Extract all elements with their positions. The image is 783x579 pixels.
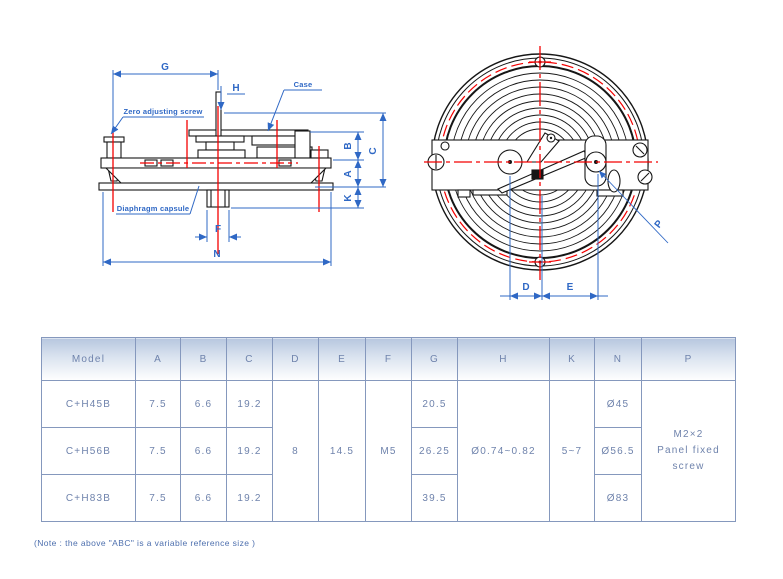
dim-label-a: A: [343, 170, 354, 177]
side-view: G H Case Zero adjusting screw Diaphragm …: [98, 62, 387, 266]
cell-model: C+H56B: [41, 427, 136, 475]
cell-b: 6.6: [180, 474, 227, 522]
dimension-table: Model A B C D E F G H K N P C+H45B 7.5 6…: [41, 337, 736, 522]
cell-a: 7.5: [135, 380, 181, 428]
col-header-d: D: [272, 337, 319, 381]
cell-d-shared: 8: [272, 380, 319, 522]
dim-label-c: C: [368, 147, 379, 154]
callout-case: Case: [294, 80, 313, 89]
dim-label-f: F: [215, 224, 221, 235]
cell-c: 19.2: [226, 427, 273, 475]
p-line-2: Panel fixed: [657, 445, 720, 456]
cell-b: 6.6: [180, 380, 227, 428]
cell-model: C+H83B: [41, 474, 136, 522]
cell-k-shared: 5~7: [549, 380, 595, 522]
dim-label-g: G: [161, 62, 169, 73]
dim-label-h: H: [232, 83, 239, 94]
cell-f-shared: M5: [365, 380, 412, 522]
front-view: D E P: [424, 46, 669, 300]
dim-label-b: B: [343, 142, 354, 149]
callout-zero-adjusting-screw: Zero adjusting screw: [123, 107, 202, 116]
cell-p-shared: M2×2 Panel fixed screw: [641, 380, 736, 522]
table-header-row: Model A B C D E F G H K N P: [41, 337, 736, 381]
dim-label-d: D: [522, 282, 529, 293]
col-header-f: F: [365, 337, 412, 381]
side-view-dimensions: [102, 70, 387, 266]
side-view-centerlines: [112, 106, 320, 254]
front-view-dimensions: [500, 170, 669, 300]
callout-diaphragm-capsule: Diaphragm capsule: [117, 204, 190, 213]
cell-a: 7.5: [135, 474, 181, 522]
col-header-p: P: [641, 337, 736, 381]
cell-c: 19.2: [226, 474, 273, 522]
col-header-model: Model: [41, 337, 136, 381]
p-line-3: screw: [672, 461, 705, 472]
dim-label-e: E: [567, 282, 574, 293]
footnote: (Note : the above "ABC" is a variable re…: [34, 538, 256, 548]
table-row: C+H56B 7.5 6.6 19.2 26.25 Ø56.5: [41, 427, 736, 475]
cell-b: 6.6: [180, 427, 227, 475]
dim-label-n: N: [213, 249, 220, 260]
cell-g: 39.5: [411, 474, 458, 522]
col-header-b: B: [180, 337, 227, 381]
cell-g: 20.5: [411, 380, 458, 428]
col-header-g: G: [411, 337, 458, 381]
cell-c: 19.2: [226, 380, 273, 428]
table-row: C+H45B 7.5 6.6 19.2 8 14.5 M5 20.5 Ø0.74…: [41, 380, 736, 522]
cell-n: Ø45: [594, 380, 642, 428]
cell-model: C+H45B: [41, 380, 136, 428]
cell-h-shared: Ø0.74~0.82: [457, 380, 550, 522]
col-header-e: E: [318, 337, 366, 381]
cell-g: 26.25: [411, 427, 458, 475]
technical-drawings: G H Case Zero adjusting screw Diaphragm …: [98, 46, 669, 300]
p-line-1: M2×2: [673, 429, 704, 440]
cell-a: 7.5: [135, 427, 181, 475]
col-header-k: K: [549, 337, 595, 381]
col-header-n: N: [594, 337, 642, 381]
cell-n: Ø83: [594, 474, 642, 522]
side-view-labels: G H Case Zero adjusting screw Diaphragm …: [117, 62, 379, 260]
cell-n: Ø56.5: [594, 427, 642, 475]
col-header-a: A: [135, 337, 181, 381]
front-view-centerlines: [424, 46, 658, 280]
col-header-c: C: [226, 337, 273, 381]
col-header-h: H: [457, 337, 550, 381]
cell-e-shared: 14.5: [318, 380, 366, 522]
dim-label-k: K: [343, 194, 354, 202]
table-row: C+H83B 7.5 6.6 19.2 39.5 Ø83: [41, 474, 736, 522]
